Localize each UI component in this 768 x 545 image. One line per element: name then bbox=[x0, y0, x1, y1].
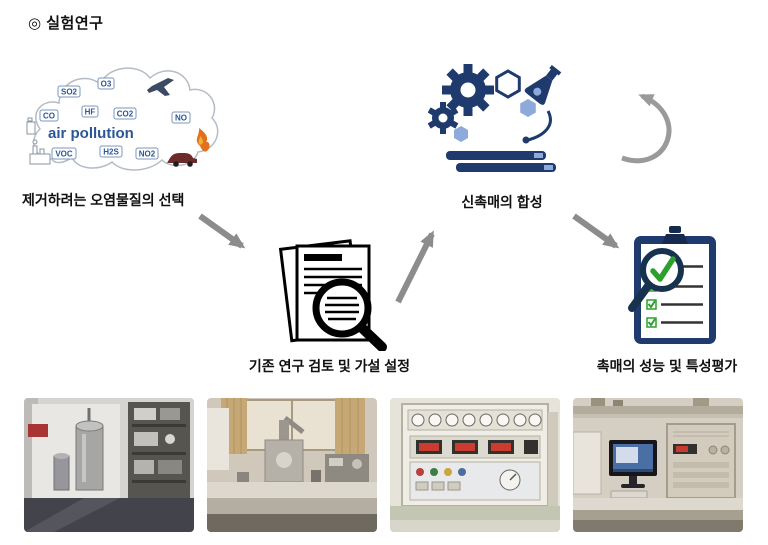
car-icon bbox=[167, 153, 197, 167]
chem-hf: HF bbox=[85, 108, 96, 117]
checklist-magnifier-icon bbox=[620, 226, 730, 348]
step-label-evaluation: 촉매의 성능 및 특성평가 bbox=[596, 358, 738, 374]
chemical-labels: SO2 O3 CO HF CO2 NO VOC H2S NO2 bbox=[39, 77, 191, 160]
book-base bbox=[446, 151, 556, 172]
step-label-synthesis: 신촉매의 합성 bbox=[461, 194, 543, 210]
step-label-review: 기존 연구 검토 및 가설 설정 bbox=[248, 358, 411, 374]
hexagon-filled-left bbox=[454, 126, 468, 142]
cycle-arrow-icon bbox=[606, 82, 684, 174]
magnifier-check bbox=[628, 248, 684, 312]
chem-h2s: H2S bbox=[103, 148, 119, 157]
gear-large-icon bbox=[442, 64, 494, 116]
air-pollution-cloud-icon: SO2 O3 CO HF CO2 NO VOC H2S NO2 air poll… bbox=[24, 56, 222, 180]
hexagon-outline bbox=[495, 69, 521, 99]
flask-icon bbox=[524, 64, 562, 105]
document-magnifier-icon bbox=[272, 236, 392, 351]
step-label-select-pollutant: 제거하려는 오염물질의 선택 bbox=[22, 192, 185, 208]
reactor-lab-photo bbox=[24, 398, 194, 532]
gear-small-icon bbox=[428, 102, 459, 134]
hexagon-filled-right bbox=[520, 99, 536, 117]
chem-o3: O3 bbox=[101, 80, 112, 89]
connector-tip bbox=[522, 136, 530, 144]
airplane-icon bbox=[147, 78, 174, 96]
catalyst-synthesis-icon bbox=[428, 56, 573, 181]
air-pollution-cloud-svg: SO2 O3 CO HF CO2 NO VOC H2S NO2 air poll… bbox=[26, 67, 219, 171]
chem-no: NO bbox=[175, 114, 187, 123]
chem-so2: SO2 bbox=[61, 88, 78, 97]
control-panel-photo bbox=[390, 398, 560, 532]
arrow-synthesis-to-evaluation bbox=[570, 212, 635, 260]
arrow-review-to-synthesis bbox=[392, 222, 442, 310]
bench-lab-photo bbox=[207, 398, 377, 532]
fire-icon bbox=[196, 128, 210, 152]
arrow-select-to-review bbox=[196, 212, 261, 260]
clipboard-clip bbox=[662, 226, 688, 244]
chem-co2: CO2 bbox=[117, 110, 134, 119]
magnifier bbox=[312, 278, 387, 351]
page-title: ◎ 실험연구 bbox=[28, 15, 104, 32]
chem-voc: VOC bbox=[55, 150, 73, 159]
chem-no2: NO2 bbox=[139, 150, 156, 159]
air-pollution-title: air pollution bbox=[48, 125, 134, 142]
computer-station-photo bbox=[573, 398, 743, 532]
spray-can-icon bbox=[26, 117, 36, 135]
factory-icon bbox=[29, 139, 51, 165]
chem-co: CO bbox=[43, 112, 55, 121]
connector-curve bbox=[527, 110, 552, 142]
